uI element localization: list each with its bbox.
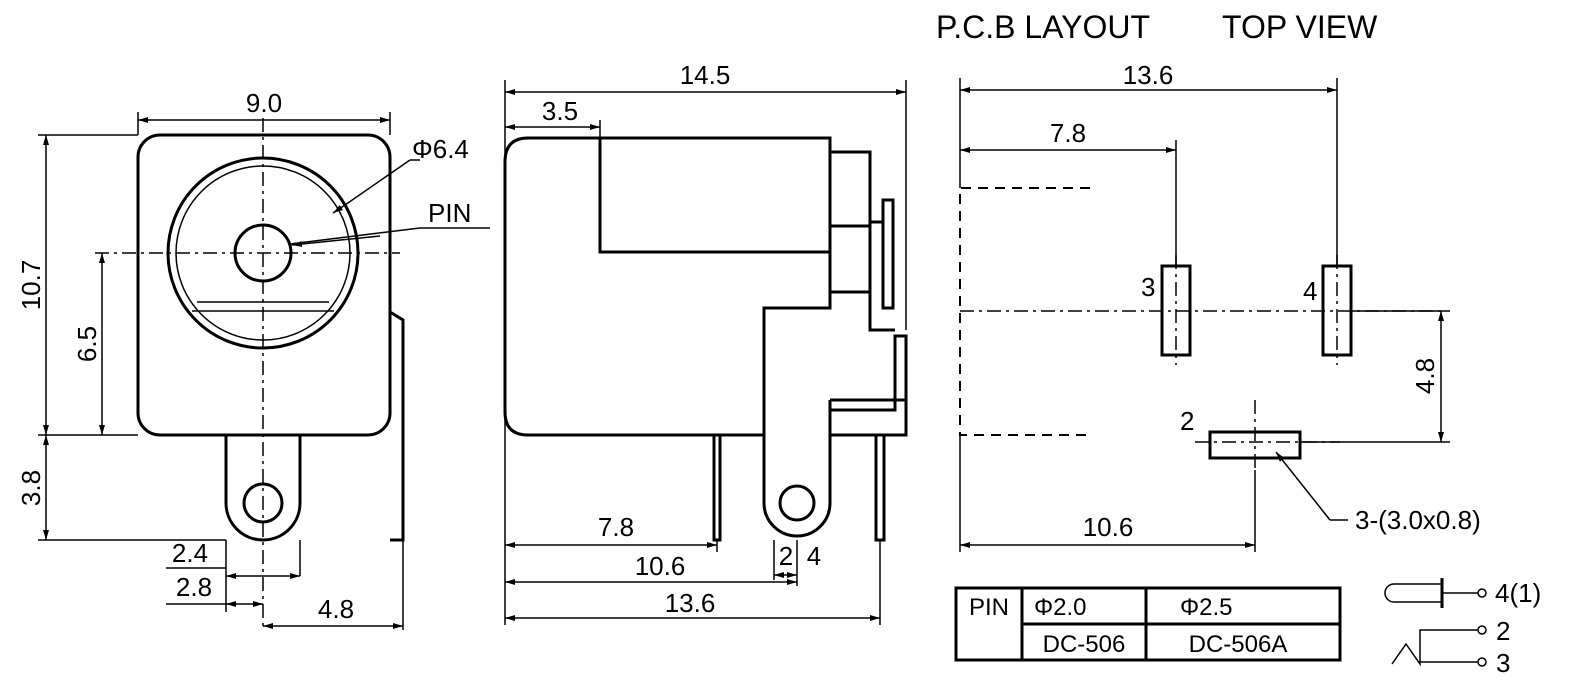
- front-body: [136, 133, 392, 437]
- table-col-phi-2-5: Φ2.5: [1180, 594, 1233, 621]
- schematic-terminal-3: 3: [1496, 648, 1510, 678]
- pad-4-label: 4: [1303, 276, 1317, 306]
- dim-2-8-label: 2.8: [176, 572, 212, 602]
- bottom-lug: [224, 435, 302, 542]
- jack-plug-symbol: [1384, 583, 1442, 603]
- schematic-terminal-2: 2: [1496, 616, 1510, 646]
- pad-3-label: 3: [1141, 272, 1155, 302]
- pin-label: PIN: [428, 198, 471, 228]
- side-dim-10-6-label: 10.6: [635, 551, 686, 581]
- table-head-pin: PIN: [969, 594, 1009, 621]
- schematic-terminal-4-1: 4(1): [1495, 578, 1541, 608]
- pcb-dim-10-6-label: 10.6: [1083, 512, 1134, 542]
- pcb-width-label: 13.6: [1123, 60, 1174, 90]
- dim-4-8-label: 4.8: [318, 594, 354, 624]
- side-view: 14.5 3.5 7.8 10.6 13.6 2 4: [503, 60, 908, 625]
- top-view-title: TOP VIEW: [1222, 9, 1378, 45]
- rear-lug: [762, 400, 832, 538]
- overall-length-label: 14.5: [680, 60, 731, 90]
- front-depth-label: 3.5: [542, 96, 578, 126]
- jack-schematic: 4(1) 2 3: [1384, 578, 1541, 678]
- side-body: [503, 136, 832, 437]
- pad-2: [1208, 430, 1302, 460]
- pcb-dim-4-8-label: 4.8: [1410, 358, 1440, 394]
- leg-length-label: 3.8: [16, 470, 46, 506]
- outer-diameter-label: Φ6.4: [412, 134, 469, 164]
- side-tab: [389, 310, 405, 542]
- pad-2-label: 2: [1180, 406, 1194, 436]
- pad-size-note: 3-(3.0x0.8): [1355, 505, 1481, 535]
- center-height-label: 6.5: [72, 326, 102, 362]
- pcb-dim-7-8-label: 7.8: [1050, 118, 1086, 148]
- pcb-layout-title: P.C.B LAYOUT: [936, 9, 1150, 45]
- dim-2-4-label: 2.4: [172, 538, 208, 568]
- side-dim-13-6-label: 13.6: [665, 588, 716, 618]
- side-dim-2-label: 2: [779, 541, 793, 571]
- side-dim-7-8-label: 7.8: [598, 512, 634, 542]
- front-width-label: 9.0: [246, 88, 282, 118]
- side-dim-4-label: 4: [807, 541, 821, 571]
- table-col-phi-2-0: Φ2.0: [1034, 594, 1087, 621]
- body-outline-hidden: [959, 187, 1090, 436]
- pin-table: PIN Φ2.0 Φ2.5 DC-506 DC-506A: [954, 586, 1342, 662]
- pcb-layout: P.C.B LAYOUT TOP VIEW 13.6 7.8 10.6 4.8 …: [936, 9, 1481, 552]
- front-height-label: 10.7: [16, 260, 46, 311]
- table-cell-dc-506a: DC-506A: [1189, 631, 1288, 658]
- table-cell-dc-506: DC-506: [1043, 631, 1126, 658]
- front-view: 9.0 Φ6.4 PIN 10.7 6.5 3.8 2.4 2.8 4.8: [16, 88, 490, 630]
